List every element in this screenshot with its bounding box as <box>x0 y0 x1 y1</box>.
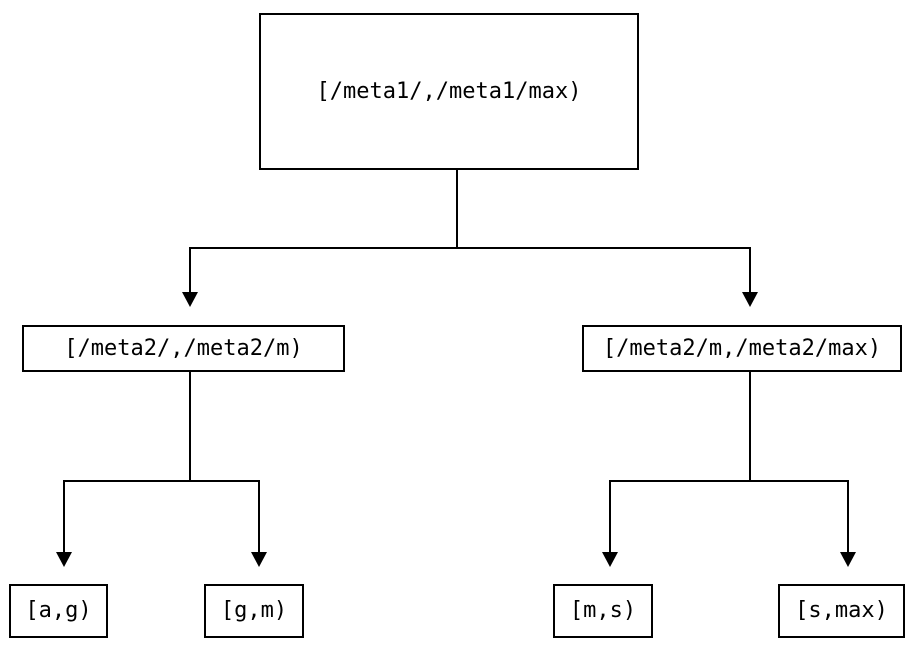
arrow-down-icon <box>602 552 618 567</box>
tree-leaf-s-max: [s,max) <box>778 584 905 638</box>
arrow-down-icon <box>56 552 72 567</box>
tree-node-meta2-lower: [/meta2/,/meta2/m) <box>22 325 345 372</box>
arrow-down-icon <box>182 292 198 307</box>
tree-node-meta2-upper: [/meta2/m,/meta2/max) <box>582 325 902 372</box>
tree-leaf-g-m: [g,m) <box>204 584 304 638</box>
arrow-down-icon <box>251 552 267 567</box>
arrow-down-icon <box>742 292 758 307</box>
arrowheads <box>56 292 856 567</box>
arrow-down-icon <box>840 552 856 567</box>
tree-node-root: [/meta1/,/meta1/max) <box>259 13 639 170</box>
edge-lines <box>63 170 849 552</box>
tree-leaf-a-g: [a,g) <box>9 584 108 638</box>
tree-leaf-m-s: [m,s) <box>553 584 653 638</box>
